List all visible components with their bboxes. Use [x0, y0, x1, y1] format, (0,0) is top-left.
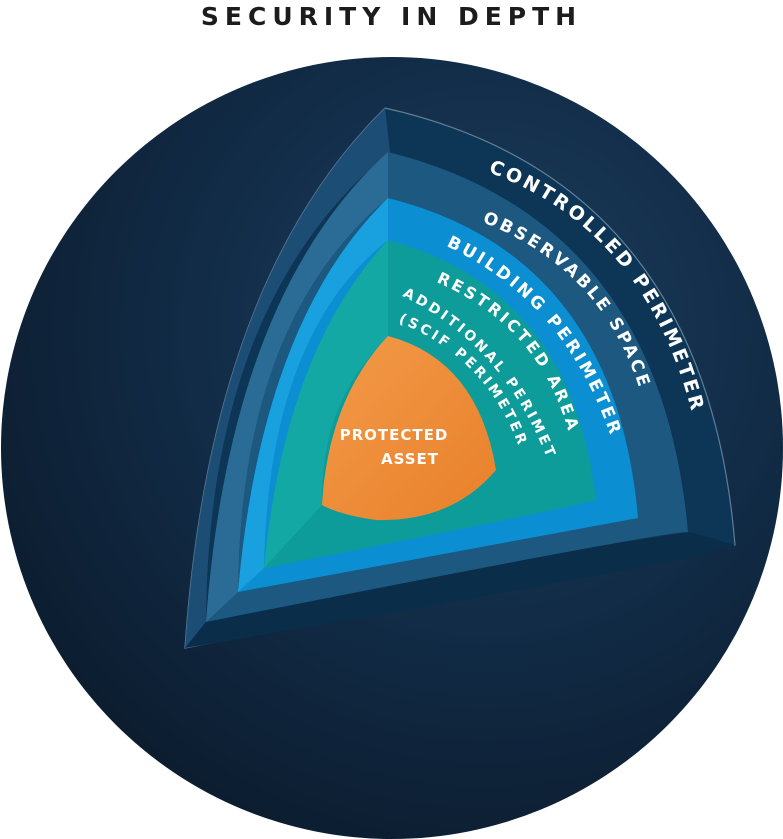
controlled-perimeter-bottom-face	[185, 532, 735, 648]
observable-space-side-face	[206, 152, 388, 622]
core-label-line1: PROTECTED	[340, 426, 449, 444]
protected-asset-core	[322, 336, 496, 521]
controlled-perimeter-side-face	[185, 108, 390, 648]
core-label-line2: ASSET	[381, 450, 439, 468]
restricted-area-side-face	[264, 240, 388, 568]
diagram-title: SECURITY IN DEPTH	[200, 2, 583, 31]
building-perimeter-side-face	[238, 198, 388, 592]
